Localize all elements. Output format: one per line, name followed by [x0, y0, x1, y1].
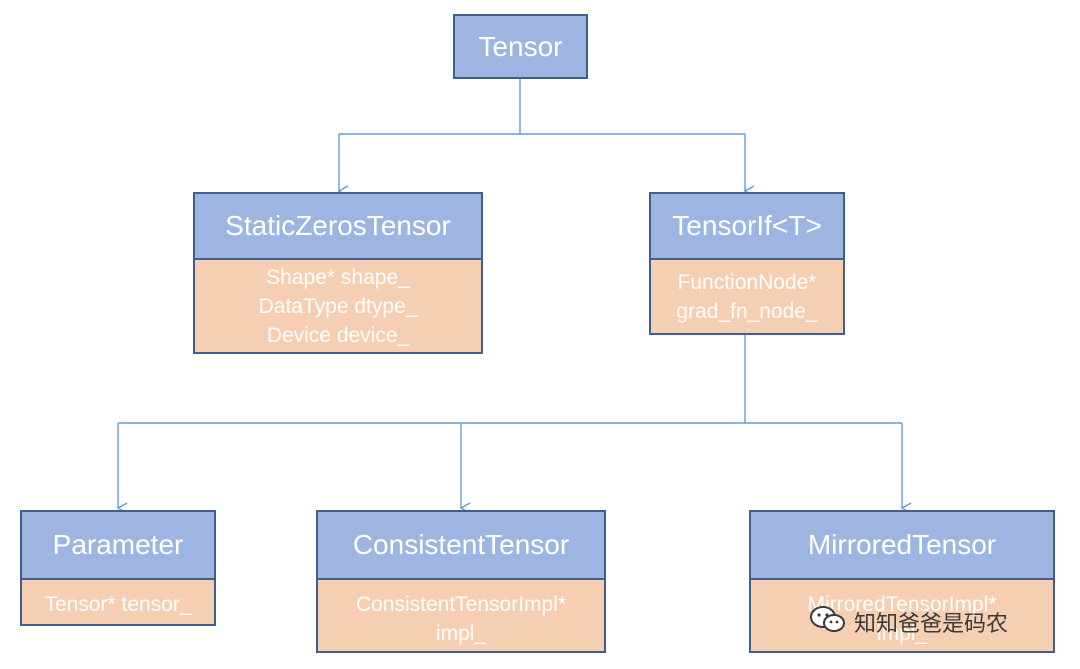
field-label: ConsistentTensorImpl*	[355, 593, 567, 616]
node-mirrored-tensor: MirroredTensor MirroredTensorImpl* impl_	[749, 510, 1055, 653]
node-parameter-title: Parameter	[22, 512, 214, 578]
node-parameter: Parameter Tensor* tensor_	[20, 510, 216, 626]
node-tensor-if-fields: FunctionNode* grad_fn_node_	[651, 258, 843, 333]
field-label: impl_	[435, 622, 487, 645]
node-consistent-tensor-title: ConsistentTensor	[318, 512, 604, 578]
field-label: impl_	[876, 622, 928, 645]
field-label: DataType dtype_	[258, 294, 418, 318]
field-label: Tensor* tensor_	[44, 593, 192, 616]
node-tensor-if-title: TensorIf<T>	[651, 194, 843, 258]
node-tensor-if: TensorIf<T> FunctionNode* grad_fn_node_	[649, 192, 845, 335]
node-mirrored-tensor-title: MirroredTensor	[751, 512, 1053, 578]
field-label: MirroredTensorImpl*	[807, 593, 997, 616]
node-tensor: Tensor	[453, 14, 588, 79]
node-tensor-title: Tensor	[455, 16, 586, 77]
field-label: grad_fn_node_	[676, 299, 818, 323]
field-label: Shape* shape_	[266, 265, 410, 289]
watermark: 知知爸爸是码农	[808, 604, 1008, 640]
node-static-zeros-tensor: StaticZerosTensor Shape* shape_ DataType…	[193, 192, 483, 354]
node-static-zeros-tensor-fields: Shape* shape_ DataType dtype_ Device dev…	[195, 258, 481, 352]
field-label: FunctionNode*	[677, 270, 817, 294]
node-consistent-tensor-fields: ConsistentTensorImpl* impl_	[318, 578, 604, 651]
wechat-icon	[808, 604, 848, 640]
node-static-zeros-tensor-title: StaticZerosTensor	[195, 194, 481, 258]
node-mirrored-tensor-fields: MirroredTensorImpl* impl_	[751, 578, 1053, 651]
node-consistent-tensor: ConsistentTensor ConsistentTensorImpl* i…	[316, 510, 606, 653]
field-label: Device device_	[266, 323, 410, 347]
node-parameter-fields: Tensor* tensor_	[22, 578, 214, 624]
watermark-text: 知知爸爸是码农	[854, 612, 1009, 637]
